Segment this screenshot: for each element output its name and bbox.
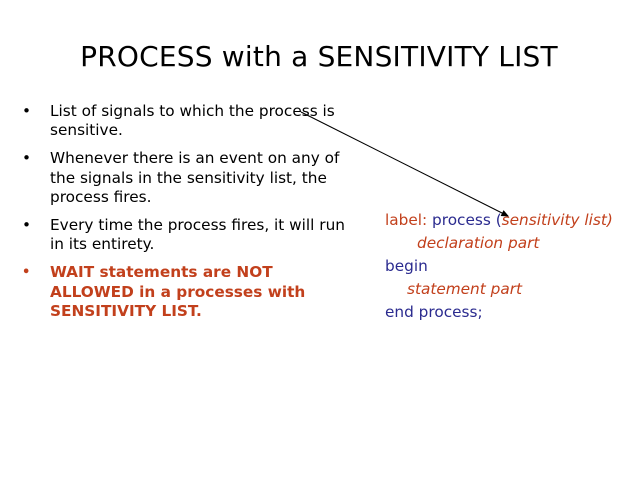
code-line-end-process: end process; xyxy=(385,301,638,324)
code-token-begin-keyword: begin xyxy=(385,257,428,275)
list-item-warning: • WAIT statements are NOT ALLOWED in a p… xyxy=(14,263,360,321)
code-line-begin: begin xyxy=(385,255,638,278)
vhdl-code-block: label: process (sensitivity list) declar… xyxy=(385,209,638,324)
list-item-text: Every time the process fires, it will ru… xyxy=(50,216,345,254)
bullet-point-icon: • xyxy=(22,216,32,235)
list-item-text: WAIT statements are NOT ALLOWED in a pro… xyxy=(50,263,306,320)
page-title: PROCESS with a SENSITIVITY LIST xyxy=(80,40,558,73)
code-token-process-keyword: process xyxy=(432,211,491,229)
code-token-end-process: end process; xyxy=(385,303,483,321)
list-item-text: Whenever there is an event on any of the… xyxy=(50,149,340,206)
bullet-list: • List of signals to which the process i… xyxy=(14,102,360,321)
code-token-statement-part: statement part xyxy=(407,280,522,298)
code-token-label: label: xyxy=(385,211,428,229)
bullet-point-icon: • xyxy=(22,102,32,120)
code-token-sensitivity-list: sensitivity list) xyxy=(501,211,613,229)
list-item: • Every time the process fires, it will … xyxy=(14,216,360,254)
code-line-declaration-part: declaration part xyxy=(385,232,638,255)
list-item: • Whenever there is an event on any of t… xyxy=(14,149,360,207)
code-token-declaration-part: declaration part xyxy=(417,234,540,252)
list-item-text: List of signals to which the process is … xyxy=(50,102,335,140)
bullet-point-icon: • xyxy=(22,149,32,168)
bullet-point-icon: • xyxy=(22,265,31,281)
code-line-process-header: label: process (sensitivity list) xyxy=(385,209,638,232)
code-line-statement-part: statement part xyxy=(385,278,638,301)
code-token-open-paren: ( xyxy=(495,211,502,229)
list-item: • List of signals to which the process i… xyxy=(14,102,360,140)
